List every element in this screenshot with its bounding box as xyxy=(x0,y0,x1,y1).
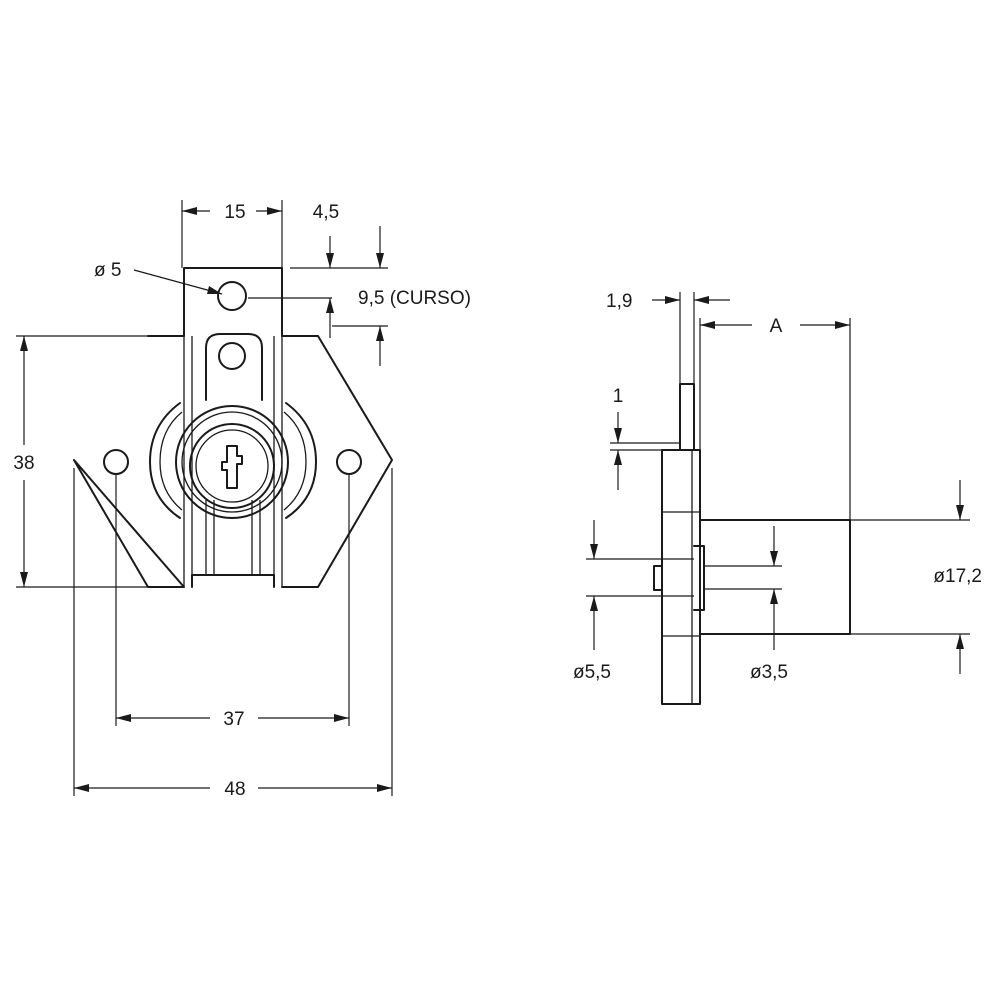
tab-hole xyxy=(217,281,247,311)
front-dimensions: 15 4,5 9,5 (CURSO) ø 5 38 xyxy=(13,200,471,800)
slot-hole xyxy=(218,342,246,370)
key-cylinder-face xyxy=(189,423,275,509)
dim-shaft-diameter: ø5,5 xyxy=(573,662,611,683)
side-view xyxy=(653,383,851,705)
dim-bolt-thickness: 1,9 xyxy=(606,291,632,312)
side-dimensions: 1,9 A 1 ø17,2 ø5,5 xyxy=(573,291,982,683)
dim-stroke: 9,5 (CURSO) xyxy=(358,288,471,309)
dim-length-a: A xyxy=(770,316,783,337)
bolt-tab xyxy=(183,267,283,337)
keyhole xyxy=(221,445,243,489)
dim-hole-diameter: ø 5 xyxy=(94,260,121,281)
dim-tab-width: 15 xyxy=(224,202,245,223)
dim-height: 38 xyxy=(13,453,34,474)
side-bolt xyxy=(679,383,695,451)
dim-gap: 1 xyxy=(613,386,624,407)
dim-cylinder-diameter: ø17,2 xyxy=(933,566,982,587)
dim-pin-diameter: ø3,5 xyxy=(750,662,788,683)
front-view xyxy=(73,267,393,588)
mounting-hole-left xyxy=(103,449,129,475)
mounting-plate xyxy=(73,335,393,588)
mounting-hole-right xyxy=(336,449,362,475)
side-cylinder xyxy=(699,519,851,635)
side-plate xyxy=(661,449,701,705)
inner-slot xyxy=(205,333,263,401)
dim-hole-spacing: 37 xyxy=(223,709,244,730)
dim-offset-top: 4,5 xyxy=(313,202,339,223)
key-cylinder-outer xyxy=(175,405,289,519)
dim-total-width: 48 xyxy=(224,779,245,800)
